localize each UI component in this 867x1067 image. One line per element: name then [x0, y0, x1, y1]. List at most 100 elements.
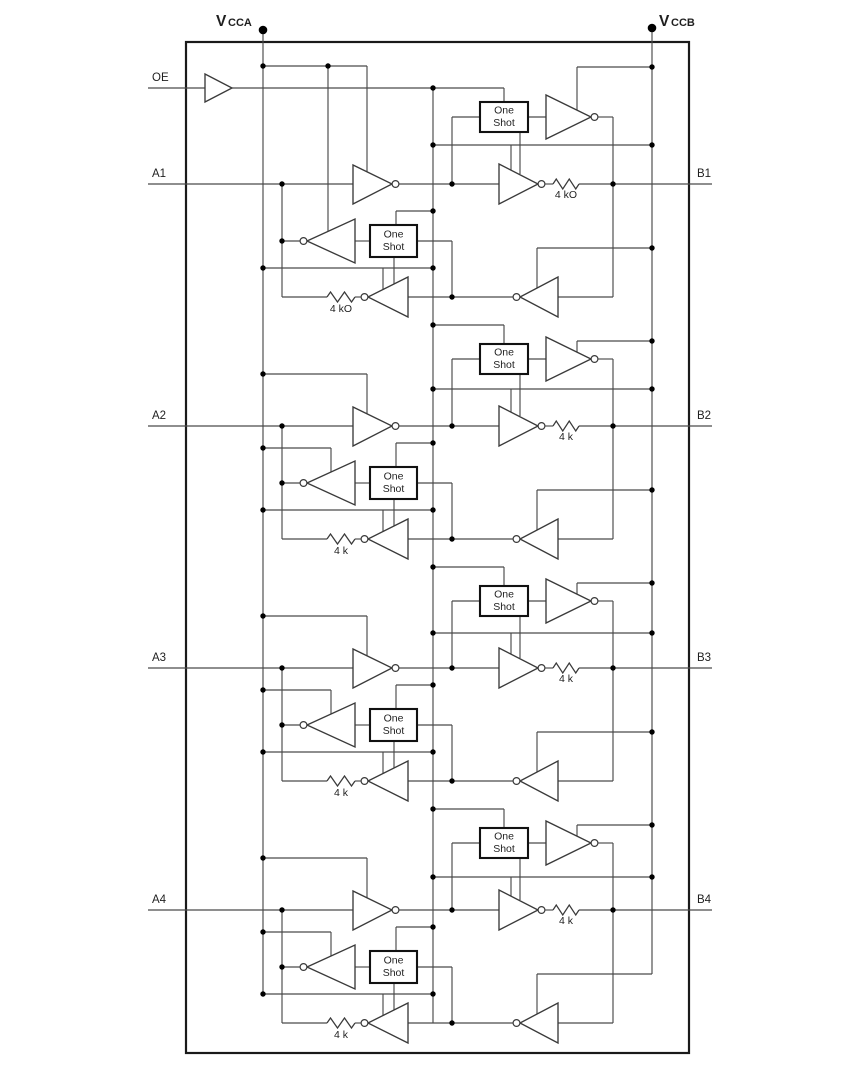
junction-dot [649, 630, 655, 636]
junction-dot [649, 245, 655, 251]
a-input-buffer-gate [352, 405, 394, 448]
junction-dot [430, 682, 436, 688]
junction-dot [449, 907, 455, 913]
one-shot-box [478, 584, 530, 618]
junction-dot [260, 855, 266, 861]
pin-label-b3: B3 [697, 652, 711, 664]
junction-dot [260, 63, 266, 69]
b-side-resistor-icon [552, 661, 580, 675]
inverter-bubble-icon [299, 962, 308, 971]
junction-dot [279, 722, 285, 728]
junction-dot [430, 265, 436, 271]
one-shot-label: One [384, 713, 404, 725]
junction-dot [430, 749, 436, 755]
inverter-bubble-icon [590, 596, 599, 605]
junction-dot [260, 613, 266, 619]
junction-dot [430, 507, 436, 513]
pin-label-a4: A4 [152, 894, 167, 906]
vccb-label-sub: CCB [671, 17, 695, 29]
junction-dot [258, 25, 268, 35]
inverter-bubble-icon [391, 663, 400, 672]
pin-label-oe: OE [152, 72, 169, 84]
b-output-driver-gate [498, 162, 540, 206]
channel-3 [148, 566, 712, 782]
junction-dot [449, 778, 455, 784]
wire-layer [148, 28, 712, 1055]
a-side-resistor-icon [326, 290, 356, 304]
junction-dot [260, 445, 266, 451]
a-side-resistor-icon [326, 532, 356, 546]
junction-dot [610, 423, 616, 429]
one-shot-label: One [384, 229, 404, 241]
inverter-bubble-icon [512, 293, 521, 302]
pin-label-a2: A2 [152, 410, 166, 422]
b-input-inverter-gate [518, 517, 559, 561]
one-shot-label: Shot [383, 241, 405, 253]
vcca-label: V [216, 13, 227, 30]
b-input-inverter-gate [518, 1001, 559, 1045]
inverter-bubble-icon [537, 180, 546, 189]
b-resistor-label: 4 k [559, 673, 574, 685]
inverter-bubble-icon [537, 663, 546, 672]
inverter-bubble-icon [391, 905, 400, 914]
junction-dot [449, 1020, 455, 1026]
junction-dot [430, 440, 436, 446]
junction-dot [649, 874, 655, 880]
junction-dot [449, 423, 455, 429]
junction-dot [449, 181, 455, 187]
inverter-bubble-icon [299, 237, 308, 246]
one-shot-box [368, 465, 419, 501]
one-shot-label: Shot [493, 117, 515, 129]
junction-dot [325, 63, 331, 69]
junction-dot [449, 665, 455, 671]
junction-dot [430, 322, 436, 328]
junction-dot [430, 924, 436, 930]
b-oneshot-accel-gate [545, 819, 593, 867]
one-shot-box [368, 223, 419, 259]
junction-dot [279, 480, 285, 486]
b-resistor-label: 4 k [559, 915, 574, 927]
junction-dot [260, 991, 266, 997]
b-output-driver-gate [498, 646, 540, 690]
one-shot-label: Shot [383, 483, 405, 495]
b-oneshot-accel-gate [545, 577, 593, 625]
vccb-label: V [659, 13, 670, 30]
inverter-bubble-icon [360, 534, 369, 543]
one-shot-box [368, 707, 419, 743]
one-shot-label: One [494, 105, 514, 117]
b-oneshot-accel-gate [545, 93, 593, 141]
oe-buffer-gate [204, 72, 234, 104]
a-side-resistor-icon [326, 1016, 356, 1030]
one-shot-label: One [494, 831, 514, 843]
junction-dot [430, 630, 436, 636]
junction-dot [279, 181, 285, 187]
one-shot-label: Shot [493, 601, 515, 613]
pin-label-b4: B4 [697, 894, 712, 906]
a-resistor-label: 4 kO [330, 303, 352, 315]
b-output-driver-gate [498, 888, 540, 932]
inverter-bubble-icon [590, 355, 599, 364]
inverter-bubble-icon [512, 776, 521, 785]
junction-dot [279, 907, 285, 913]
junction-dot [430, 386, 436, 392]
junction-dot [279, 964, 285, 970]
a-output-driver-gate [366, 759, 409, 803]
junction-dot [260, 265, 266, 271]
inverter-bubble-icon [360, 776, 369, 785]
one-shot-label: One [384, 955, 404, 967]
junction-dot [610, 181, 616, 187]
channel-1 [148, 65, 712, 298]
one-shot-label: One [384, 471, 404, 483]
a-side-resistor-icon [326, 774, 356, 788]
inverter-bubble-icon [299, 720, 308, 729]
b-resistor-label: 4 kO [555, 189, 577, 201]
pin-label-b2: B2 [697, 410, 711, 422]
inverter-bubble-icon [537, 905, 546, 914]
junction-dot [260, 929, 266, 935]
inverter-bubble-icon [391, 422, 400, 431]
b-side-resistor-icon [552, 903, 580, 917]
junction-dot [279, 665, 285, 671]
junction-dot [430, 142, 436, 148]
